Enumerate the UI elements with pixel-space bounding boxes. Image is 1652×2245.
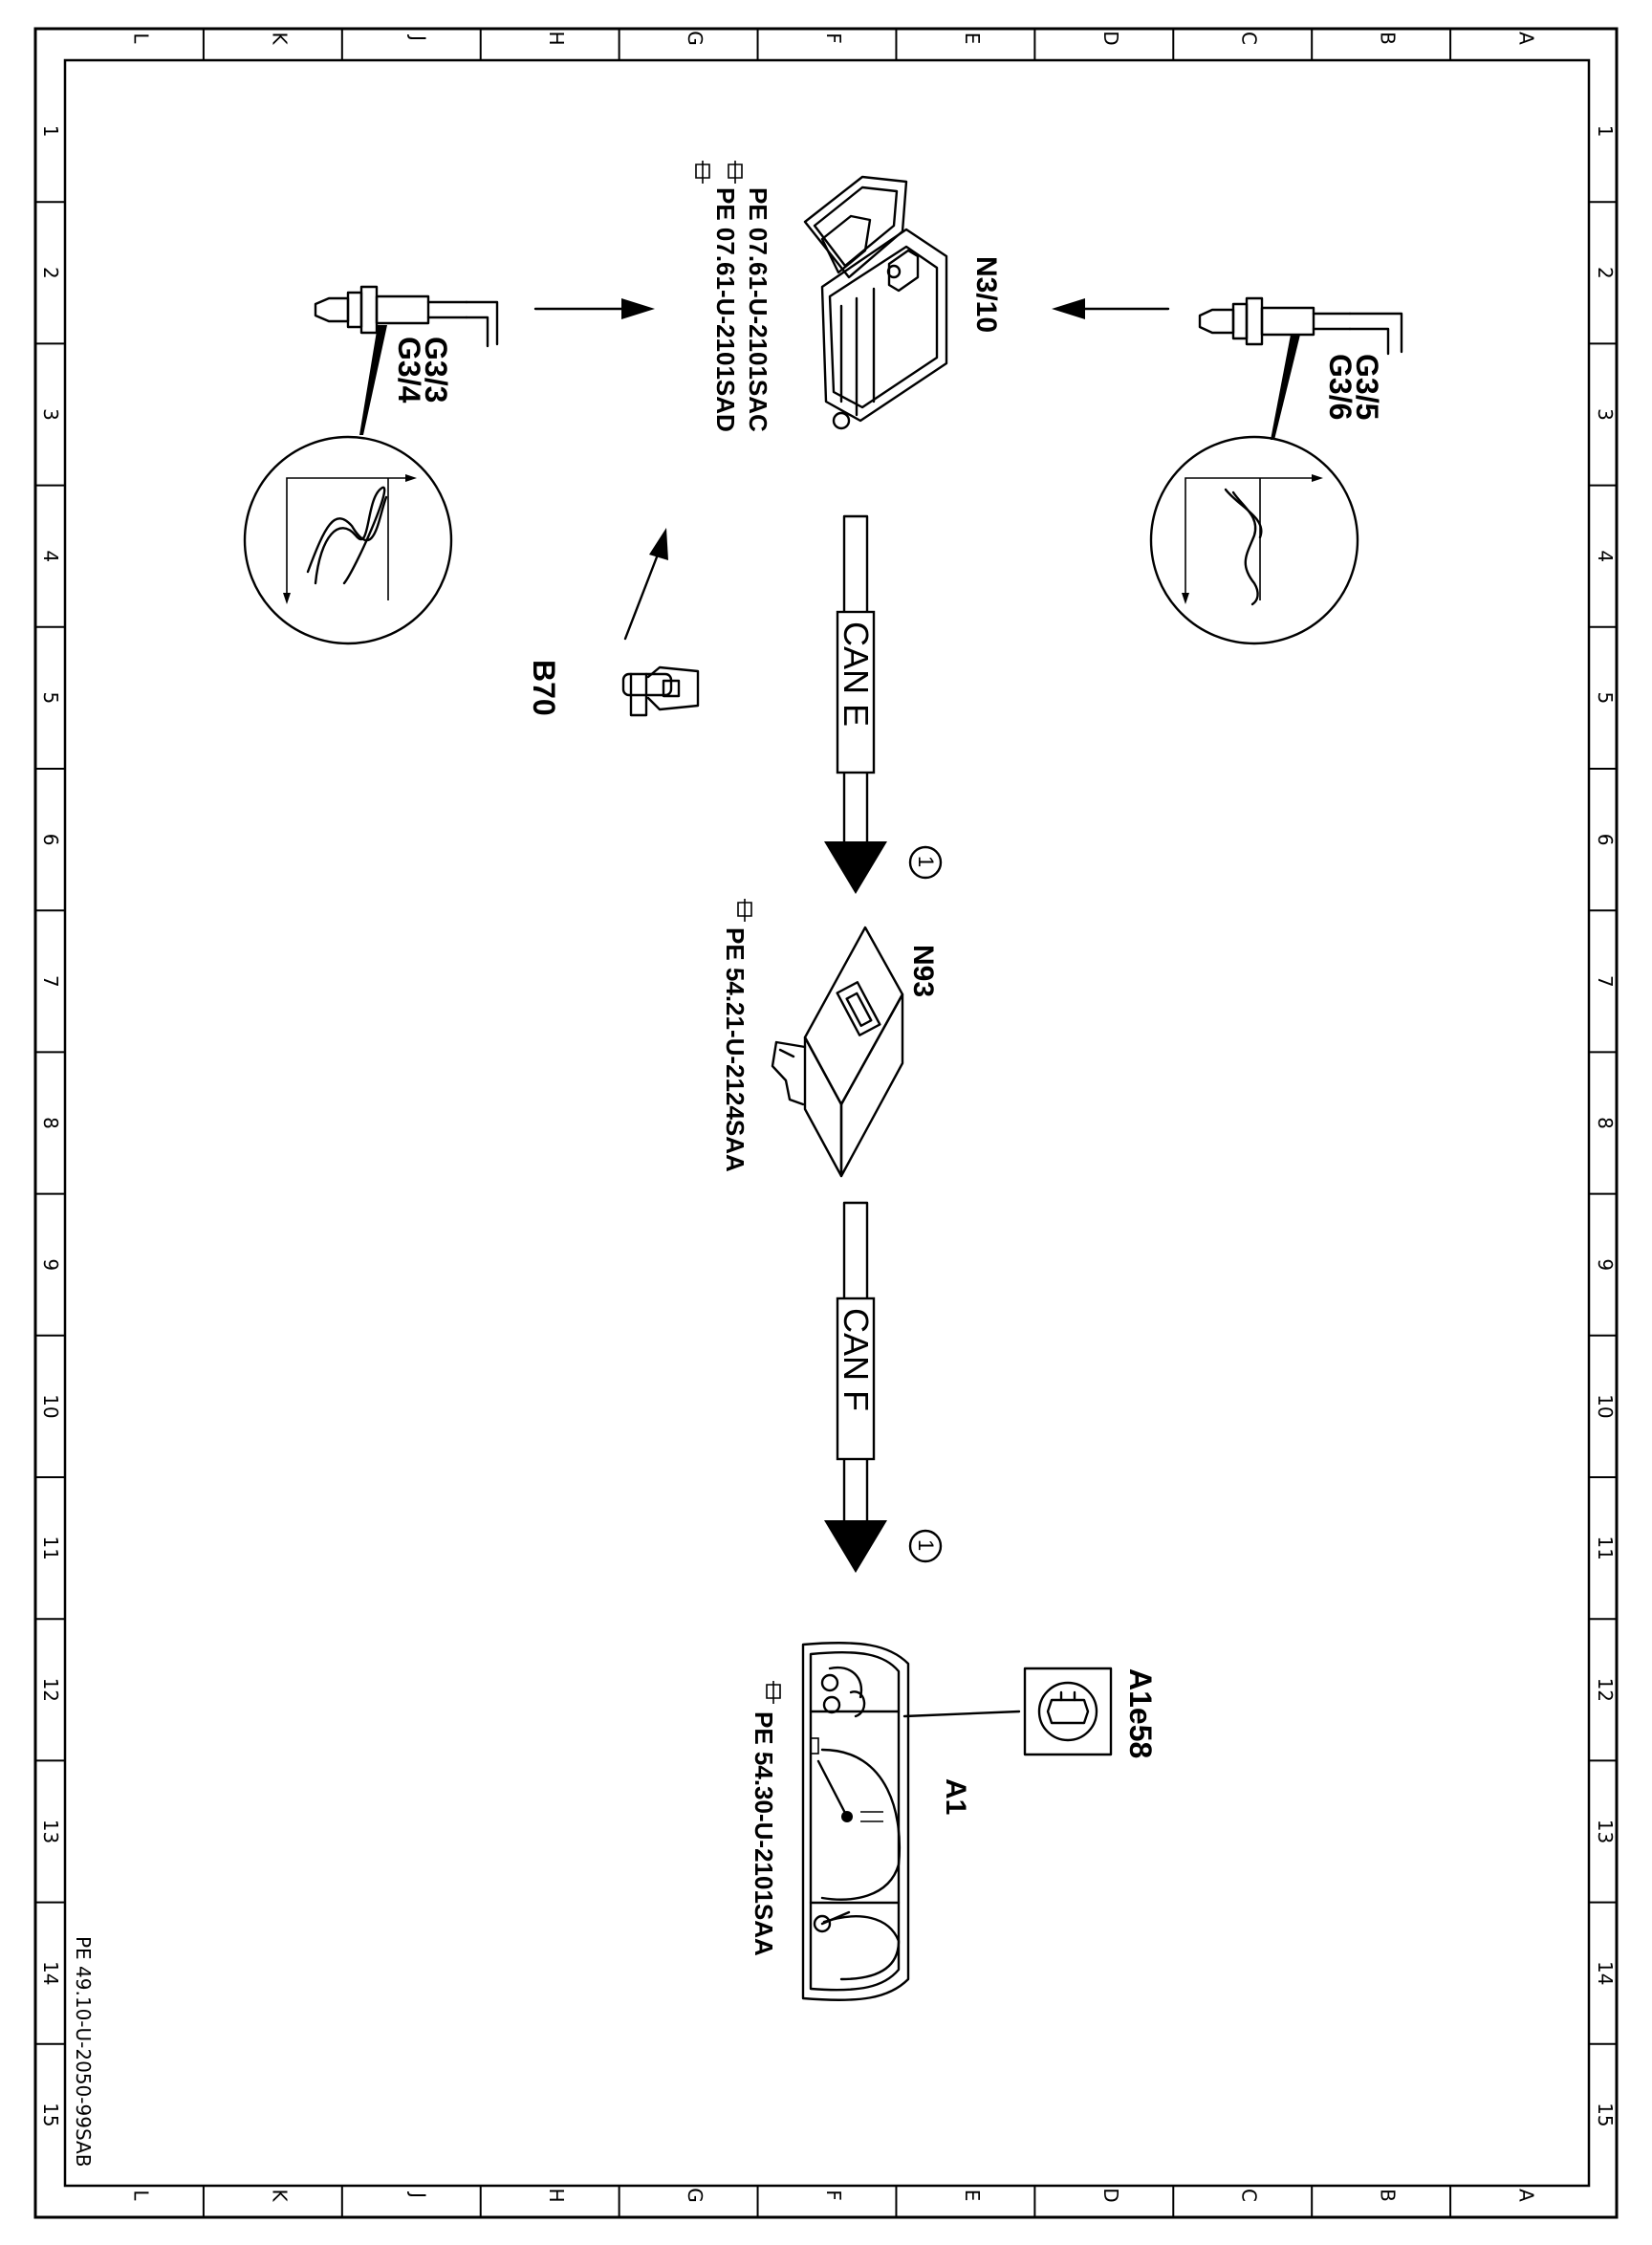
column-label-top: G [684, 31, 706, 46]
row-label-right: 8 [1594, 1117, 1617, 1129]
row-label-left: 11 [39, 1536, 62, 1559]
hand-pointer-icon [766, 1681, 781, 1704]
oxygen-sensor-right [1149, 296, 1403, 645]
column-label-bottom: E [961, 2190, 984, 2202]
a1-label: A1 [940, 1778, 971, 1815]
column-label-top: L [129, 33, 152, 44]
a1-ref: PE 54.30-U-2101SAA [750, 1711, 778, 1956]
can-e-bus [824, 514, 943, 894]
ecu-refs: PE 07.61-U-2101SAC PE 07.61-U-2101SAD [695, 161, 772, 432]
row-label-right: 1 [1594, 125, 1617, 138]
column-label-top: E [961, 33, 984, 45]
row-label-right: 11 [1594, 1536, 1617, 1559]
column-label-top: H [545, 31, 568, 45]
hand-pointer-icon [728, 161, 743, 184]
row-label-right: 14 [1594, 1961, 1617, 1985]
row-label-left: 7 [39, 975, 62, 988]
row-label-right: 5 [1594, 692, 1617, 705]
crankshaft-sensor-b70 [621, 665, 700, 717]
column-label-bottom: C [1238, 2189, 1261, 2202]
column-label-top: J [406, 33, 429, 41]
row-label-left: 12 [39, 1678, 62, 1702]
row-label-left: 9 [39, 1258, 62, 1271]
row-label-left: 1 [39, 125, 62, 138]
column-label-bottom: K [268, 2189, 291, 2202]
row-label-right: 12 [1594, 1678, 1617, 1702]
o2-left-label-2: G3/4 [392, 337, 426, 403]
row-label-right: 15 [1594, 2103, 1617, 2126]
hand-pointer-icon [695, 161, 710, 184]
row-label-right: 6 [1594, 834, 1617, 846]
can-e-note: 1 [914, 856, 938, 867]
can-e-label: CAN E [837, 621, 876, 727]
row-label-left: 10 [39, 1394, 62, 1418]
row-label-left: 14 [39, 1961, 62, 1985]
n93-ref: PE 54.21-U-2124SAA [721, 927, 750, 1172]
module-n93 [771, 926, 904, 1178]
row-label-left: 3 [39, 408, 62, 421]
row-label-left: 5 [39, 692, 62, 705]
column-label-bottom: B [1377, 2189, 1400, 2202]
row-label-left: 8 [39, 1117, 62, 1129]
can-f-bus [824, 1201, 943, 1573]
row-label-left: 15 [39, 2103, 62, 2126]
row-label-right: 7 [1594, 975, 1617, 988]
n93-label: N93 [907, 945, 939, 997]
ecu-n3-10 [803, 175, 948, 430]
row-label-left: 13 [39, 1820, 62, 1843]
can-f-label: CAN F [837, 1308, 876, 1411]
can-f-note: 1 [914, 1539, 938, 1551]
row-label-right: 3 [1594, 408, 1617, 421]
column-label-top: F [822, 33, 845, 44]
instrument-cluster-a1 [801, 1642, 1021, 2001]
row-label-right: 4 [1594, 550, 1617, 562]
ecu-ref-1: PE 07.61-U-2101SAC [744, 187, 772, 432]
o2-left-label-1: G3/3 [419, 337, 453, 403]
row-label-right: 2 [1594, 267, 1617, 279]
oxygen-sensor-left [243, 285, 499, 645]
hand-pointer-icon [737, 899, 752, 922]
signal-arrows [533, 298, 1170, 641]
column-label-top: D [1099, 31, 1122, 45]
column-label-bottom: G [684, 2188, 706, 2203]
a1e58-label: A1e58 [1123, 1668, 1158, 1758]
column-label-bottom: F [822, 2190, 845, 2201]
o2-right-label-2: G3/6 [1323, 354, 1358, 420]
column-label-bottom: A [1515, 2189, 1538, 2202]
column-label-top: C [1238, 32, 1261, 45]
column-label-bottom: J [406, 2191, 429, 2198]
row-label-left: 4 [39, 550, 62, 562]
column-label-top: K [268, 32, 291, 45]
row-label-right: 10 [1594, 1394, 1617, 1418]
document-id: PE 49.10-U-2050-99SAB [72, 1936, 95, 2167]
column-label-top: A [1515, 32, 1538, 45]
row-label-right: 13 [1594, 1820, 1617, 1843]
b70-label: B70 [527, 660, 561, 716]
row-label-left: 6 [39, 834, 62, 846]
column-label-bottom: H [545, 2188, 568, 2202]
o2-right-label-1: G3/5 [1350, 354, 1384, 420]
column-label-bottom: L [129, 2190, 152, 2201]
column-label-top: B [1377, 32, 1400, 45]
row-label-right: 9 [1594, 1258, 1617, 1271]
frame [33, 27, 1619, 2219]
row-label-left: 2 [39, 267, 62, 279]
ecu-ref-2: PE 07.61-U-2101SAD [711, 187, 740, 432]
ecu-label: N3/10 [970, 256, 1002, 333]
warning-lamp-a1e58 [1023, 1667, 1113, 1756]
column-label-bottom: D [1099, 2188, 1122, 2202]
